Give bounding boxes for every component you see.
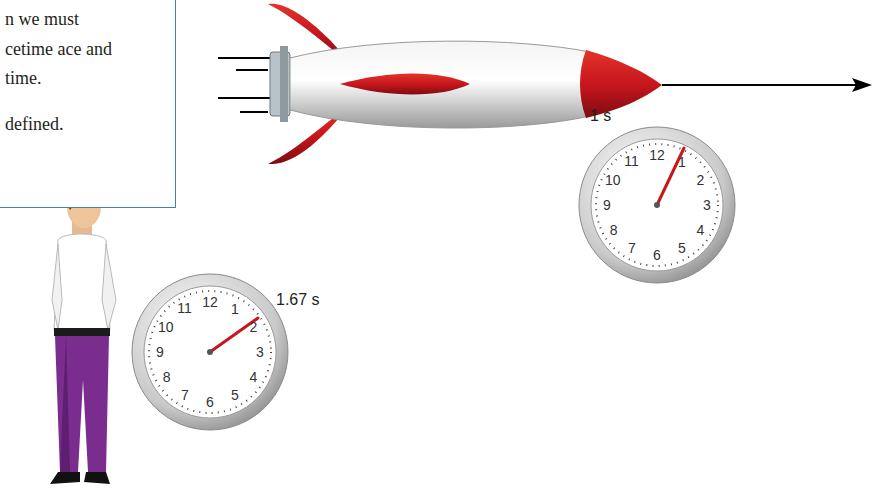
observer-figure [50,184,116,484]
clock-numeral: 1 [678,155,686,169]
clock-numeral: 10 [158,320,174,334]
note-box: n we must cetime ace and time. defined. [0,0,176,208]
clock-numeral: 4 [249,370,257,384]
clock-numeral: 10 [605,173,621,187]
clock-observer [132,274,288,430]
clock-numeral: 1 [231,302,239,316]
clock-numeral: 11 [624,154,639,168]
clock-numeral: 7 [628,241,636,255]
clock-numeral: 9 [603,198,611,212]
clock-numeral: 3 [703,198,711,212]
clock-rocket [579,127,735,283]
speed-lines [218,58,272,112]
note-text: defined. [5,110,123,140]
time-label: 1.67 s [276,291,320,309]
clock-numeral: 2 [249,320,257,334]
clock-numeral: 4 [696,223,704,237]
clock-numeral: 6 [206,395,214,409]
clock-numeral: 11 [177,301,192,315]
clock-numeral: 5 [678,241,686,255]
clock-numeral: 3 [256,345,264,359]
clock-numeral: 5 [231,388,239,402]
clock-numeral: 8 [163,370,171,384]
clock-numeral: 2 [696,173,704,187]
clock-numeral: 7 [181,388,189,402]
clock-numeral: 12 [649,148,665,162]
rocket [268,4,662,164]
clock-numeral: 12 [202,295,218,309]
time-label: 1 s [590,107,611,125]
clock-numeral: 8 [610,223,618,237]
clock-numeral: 9 [156,345,164,359]
note-text: n we must cetime ace and time. [5,5,123,94]
clock-numeral: 6 [653,248,661,262]
motion-arrow [662,78,872,92]
